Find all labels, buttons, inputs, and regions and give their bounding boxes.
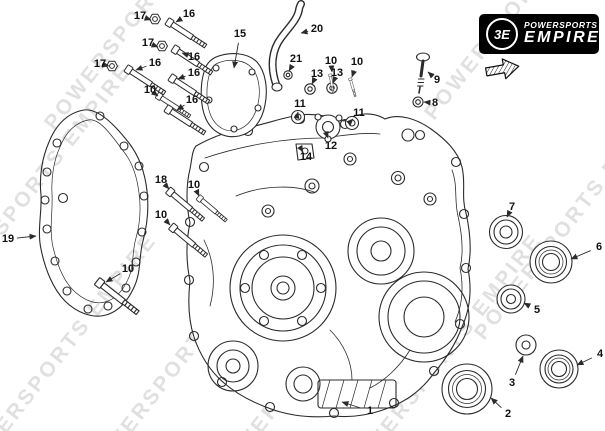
callout-leader: [332, 75, 339, 84]
callout-number: 12: [325, 140, 337, 152]
callout-leader: [351, 69, 357, 78]
gasket-part: [38, 109, 149, 317]
callout-number: 17: [142, 37, 154, 49]
callout-leader: [297, 144, 304, 153]
dipstick-part: [415, 52, 431, 94]
callout-leader: [490, 397, 502, 409]
nut-part: [105, 60, 119, 72]
callout-leader: [311, 76, 318, 85]
o-ring-8-part: [412, 96, 424, 108]
leader-lines: [16, 14, 593, 409]
bolt-part: [93, 276, 141, 317]
o-ring-21-part: [283, 70, 293, 80]
bearing-4-part: [539, 349, 579, 389]
callout-number: 21: [290, 53, 302, 65]
bearing-6-part: [529, 240, 573, 284]
callout-leader: [176, 103, 185, 111]
callout-leader: [175, 16, 184, 23]
breather-tube-part: [268, 0, 305, 92]
callout-leader: [181, 52, 190, 58]
callout-number: 1: [367, 405, 373, 417]
callout-number: 18: [155, 174, 167, 186]
callout-number: 4: [597, 348, 604, 360]
crankcase-part: [183, 113, 472, 419]
callout-leader: [105, 273, 121, 283]
callout-number: 10: [351, 56, 363, 68]
bolt-part: [164, 17, 209, 50]
brand-logo-icon-text: 3E: [494, 26, 510, 42]
callout-leader: [523, 302, 532, 309]
bearing-2-part: [441, 363, 493, 415]
callout-leader: [150, 41, 159, 48]
callout-number: 7: [509, 201, 515, 213]
callout-number: 3: [509, 377, 515, 389]
callout-number: 9: [434, 74, 440, 86]
callout-leader: [193, 188, 200, 197]
callout-number: 16: [188, 67, 200, 79]
brand-name-bottom: EMPIRE: [524, 29, 601, 47]
callout-number: 13: [331, 67, 343, 79]
callout-number: 17: [134, 10, 146, 22]
callout-number: 10: [144, 84, 156, 96]
callout-number: 2: [505, 408, 511, 420]
brand-logo-text: POWERSPORTS EMPIRE: [524, 21, 600, 47]
brand-arrow-icon: [484, 58, 520, 80]
callout-leader: [506, 209, 513, 218]
callout-number: 20: [311, 23, 323, 35]
callout-leader: [514, 355, 524, 375]
brand-logo: 3E POWERSPORTS EMPIRE: [479, 14, 599, 54]
callout-leader: [150, 89, 159, 97]
nut-part: [155, 40, 169, 52]
callout-number: 17: [94, 58, 106, 70]
callout-leader: [300, 28, 309, 35]
callout-leader: [16, 233, 37, 240]
callout-number: 16: [186, 94, 198, 106]
callout-leader: [232, 42, 239, 69]
brand-name-top: POWERSPORTS: [524, 20, 598, 31]
washer-3-part: [515, 334, 537, 356]
callout-leader: [341, 401, 362, 409]
callout-number: 6: [596, 241, 602, 253]
brand-logo-icon: 3E: [486, 18, 518, 50]
callout-leader: [177, 73, 186, 80]
callout-number: 16: [188, 51, 200, 63]
nut-part: [148, 13, 162, 25]
callout-leader: [143, 14, 152, 21]
callout-number: 11: [353, 107, 365, 119]
bolt-part: [348, 77, 358, 98]
callout-number: 15: [234, 28, 246, 40]
callout-number: 10: [188, 179, 200, 191]
callout-number: 8: [432, 97, 438, 109]
callout-number: 16: [149, 57, 161, 69]
cover-plate-part: [200, 53, 267, 138]
callout-number: 19: [2, 233, 14, 245]
callout-number: 13: [311, 68, 323, 80]
callout-leader: [135, 64, 147, 71]
callout-leader: [163, 218, 171, 226]
callout-number: 5: [534, 304, 540, 316]
callout-number: 11: [294, 98, 306, 110]
callout-leader: [570, 250, 591, 260]
callout-leader: [576, 357, 593, 366]
callout-number: 10: [325, 55, 337, 67]
callout-number: 16: [183, 8, 195, 20]
callout-leader: [162, 182, 170, 190]
bolt-part: [163, 104, 208, 137]
callout-leader: [288, 63, 295, 72]
callout-number: 14: [300, 151, 313, 163]
oil-seal-5-part: [496, 284, 526, 314]
callout-number: 10: [122, 263, 134, 275]
callout-leader: [427, 71, 435, 79]
callout-number: 10: [155, 209, 167, 221]
oil-seal-7-part: [488, 214, 524, 250]
